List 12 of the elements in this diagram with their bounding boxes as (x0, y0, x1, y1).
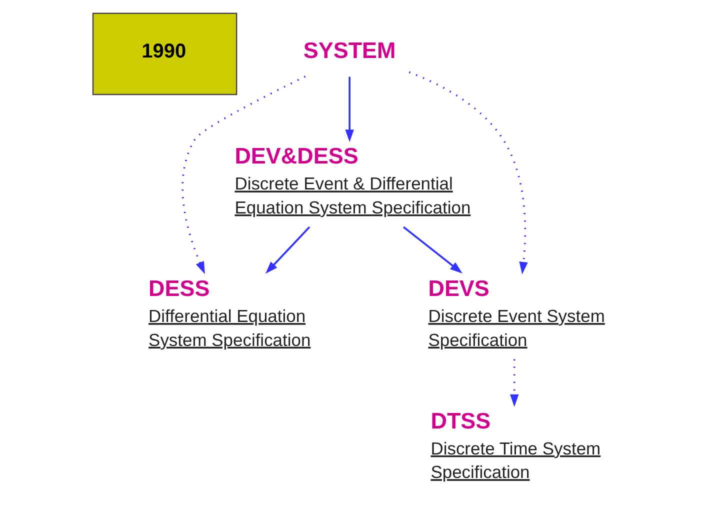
node-text: DEV&DESS Discrete Event & Differential Equation System Specification (234, 144, 471, 218)
arrow (265, 226, 310, 274)
arrow (182, 76, 306, 274)
node-text: DESS Differential Equation System Specification (148, 276, 311, 350)
arrow (402, 226, 463, 274)
node-text: DEVS Discrete Event System Specification (428, 276, 605, 350)
arrow (345, 76, 354, 142)
arrow (510, 359, 519, 407)
arrow (408, 71, 528, 274)
node-text: SYSTEM (303, 38, 396, 64)
node-box: 1990 (92, 12, 238, 96)
node-text: DTSS Discrete Time System Specification (430, 408, 601, 482)
